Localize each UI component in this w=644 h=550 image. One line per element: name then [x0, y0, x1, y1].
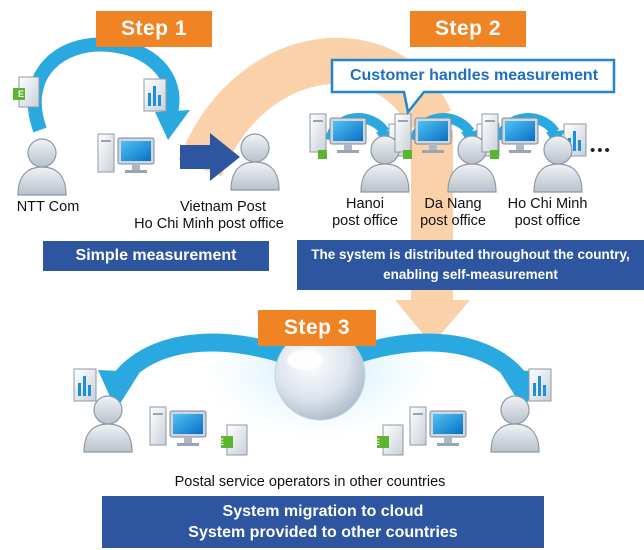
simple-measurement-note: Simple measurement: [43, 241, 269, 271]
hanoi-city: Hanoi: [346, 196, 384, 212]
hochiminh-city: Ho Chi Minh: [507, 196, 588, 212]
hochiminh-label: Ho Chi Minh post office: [500, 196, 595, 230]
step2-badge: Step 2: [410, 11, 526, 47]
cloud-note-line2: System provided to other countries: [188, 524, 458, 541]
hanoi-office: post office: [332, 213, 398, 229]
e-badge-step3-right: E: [373, 437, 380, 447]
hanoi-label: Hanoi post office: [325, 196, 405, 230]
ntt-com-label: NTT Com: [16, 199, 80, 215]
vietnam-post-label: Vietnam Post: [180, 199, 266, 215]
hochiminh-office: post office: [514, 213, 581, 229]
operators-label: Postal service operators in other countr…: [174, 474, 446, 490]
step3-left-cyan-arrow: [112, 333, 304, 386]
danang-office: post office: [420, 213, 486, 229]
callout-bubble: [330, 58, 616, 115]
step1-badge: Step 1: [96, 11, 212, 47]
step3-badge: Step 3: [258, 310, 376, 346]
e-badge-step1: E: [17, 89, 24, 99]
cloud-note-line1: System migration to cloud: [222, 503, 424, 520]
e-badge-step3-left: E: [217, 437, 224, 447]
step2-cluster-danang: [394, 113, 500, 193]
callout-text: Customer handles measurement: [349, 67, 599, 84]
distributed-note-line2: enabling self-measurement: [383, 267, 558, 282]
step2-cluster-hochiminh: [481, 113, 587, 193]
step3-right-cyan-arrow: [336, 333, 528, 386]
danang-label: Da Nang post office: [413, 196, 493, 230]
danang-city: Da Nang: [424, 196, 482, 212]
distributed-system-note: The system is distributed throughout the…: [297, 240, 644, 290]
cloud-migration-note: System migration to cloud System provide…: [102, 496, 544, 548]
distributed-note-line1: The system is distributed throughout the…: [311, 247, 630, 262]
hcm-post-office-label: Ho Chi Minh post office: [134, 216, 284, 232]
more-dots: •••: [590, 142, 612, 159]
step1-blue-arrow: [180, 133, 240, 181]
step2-cluster-hanoi: [309, 113, 412, 193]
